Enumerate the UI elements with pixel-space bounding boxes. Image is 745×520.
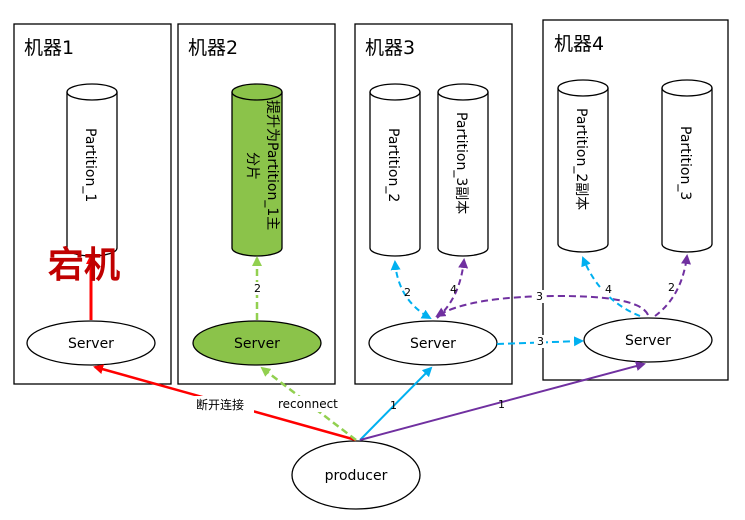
partition-3-cylinder: Partition_3 <box>661 79 713 253</box>
server3-partition2-edge <box>390 260 432 319</box>
partition-1-label: Partition_1 <box>82 128 98 202</box>
crash-label: 宕机 <box>48 245 120 286</box>
server4-to-server3-edge <box>435 294 649 318</box>
partition-2-replica-label: Partition_2副本 <box>573 108 589 210</box>
producer-to-server4-edge <box>359 361 646 441</box>
server-3-label: Server <box>410 336 456 352</box>
machine-2-title: 机器2 <box>188 37 238 59</box>
server4-partition2r-label: 4 <box>605 283 612 296</box>
server3-server4-label: 3 <box>537 335 544 348</box>
producer: producer <box>291 440 421 510</box>
producer-label: producer <box>325 468 388 484</box>
server-2: Server <box>192 320 322 366</box>
server4-partition3-label: 2 <box>668 281 675 294</box>
partition-1-promoted-label-line2: 分片 <box>244 152 260 180</box>
partition-3-replica-cylinder: Partition_3副本 <box>437 83 489 257</box>
partition-3-label: Partition_3 <box>677 126 693 200</box>
server3-partition2-label: 2 <box>404 286 411 299</box>
server2-edge-label: 2 <box>254 282 261 295</box>
server-4-label: Server <box>625 333 671 349</box>
machine-1-title: 机器1 <box>24 37 74 59</box>
partition-2-label: Partition_2 <box>385 128 401 202</box>
producer-server3-label: 1 <box>390 399 397 412</box>
machine-4-title: 机器4 <box>554 33 604 55</box>
server4-partition3-edge <box>654 254 691 317</box>
partition-2-replica-cylinder: Partition_2副本 <box>557 79 609 253</box>
server3-to-server4-edge <box>496 336 584 347</box>
producer-server4-label: 1 <box>498 398 505 411</box>
partition-1-cylinder: Partition_1 <box>66 83 118 257</box>
machine-3-title: 机器3 <box>365 37 415 59</box>
producer-to-server3-edge <box>359 366 433 441</box>
partition-1-promoted-cylinder: 提升为Partition_1主 分片 <box>231 83 283 257</box>
server-4: Server <box>583 317 713 363</box>
disconnect-label: 断开连接 <box>196 397 244 412</box>
server3-partition3r-label: 4 <box>450 283 457 296</box>
partition-1-promoted-label-line1: 提升为Partition_1主 <box>264 100 280 230</box>
server4-server3-label: 3 <box>536 290 543 303</box>
server-1: Server <box>26 320 156 366</box>
reconnect-label: reconnect <box>278 397 338 411</box>
partition-3-replica-label: Partition_3副本 <box>453 112 469 214</box>
server-3: Server <box>368 320 498 366</box>
partition-2-cylinder: Partition_2 <box>369 83 421 257</box>
server-2-label: Server <box>234 336 280 352</box>
server-1-label: Server <box>68 336 114 352</box>
